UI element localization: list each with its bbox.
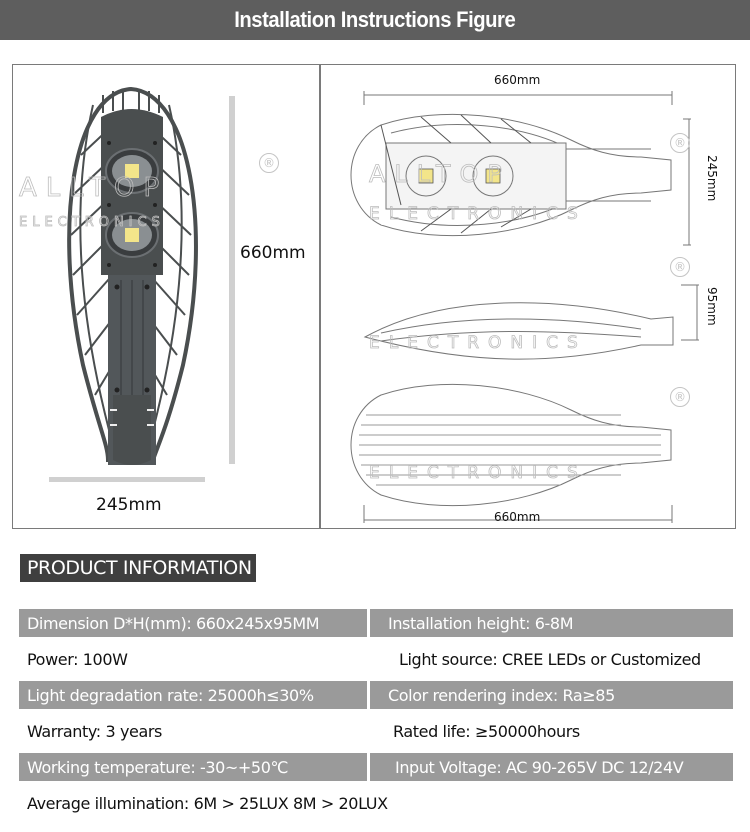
registered-mark-icon: ® [670, 387, 690, 407]
width-dimension-label: 245mm [96, 495, 162, 515]
product-information-heading: PRODUCT INFORMATION [20, 554, 256, 582]
spec-average-illumination: Average illumination: 6M > 25LUX 8M > 20… [27, 793, 388, 813]
product-photo-panel: ALLTOP ELECTRONICS ® 660mm 245mm [13, 65, 319, 528]
side-view-height-label: 95mm [705, 287, 719, 326]
registered-mark-icon: ® [670, 133, 690, 153]
spec-row: Power: 100W Light source: CREE LEDs or C… [19, 645, 733, 673]
spec-color-rendering: Color rendering index: Ra≥85 [370, 681, 733, 709]
technical-drawings [350, 91, 699, 523]
panel-divider [319, 65, 321, 528]
page-title: Installation Instructions Figure [234, 7, 516, 32]
street-light-photo [49, 86, 235, 482]
spec-row: Dimension D*H(mm): 660x245x95MM Installa… [19, 609, 733, 637]
spec-dimension: Dimension D*H(mm): 660x245x95MM [19, 609, 367, 637]
top-view-length-label: 660mm [494, 73, 541, 87]
spec-working-temperature: Working temperature: -30~+50℃ [19, 753, 367, 781]
spec-row: Light degradation rate: 25000h≤30% Color… [19, 681, 733, 709]
watermark-brand: ALLTOP [19, 173, 169, 204]
spec-light-degradation: Light degradation rate: 25000h≤30% [19, 681, 367, 709]
spec-warranty: Warranty: 3 years [27, 721, 162, 741]
title-bar: Installation Instructions Figure [0, 0, 750, 40]
spec-row: Average illumination: 6M > 25LUX 8M > 20… [19, 789, 733, 817]
bottom-view-length-label: 660mm [494, 510, 541, 524]
watermark-electronics: ELECTRONICS [369, 204, 587, 225]
spec-installation-height: Installation height: 6-8M [370, 609, 733, 637]
watermark-brand: ALLTOP [369, 160, 511, 189]
height-dimension-label: 660mm [240, 243, 306, 263]
installation-figure: ALLTOP ELECTRONICS ® 660mm 245mm [12, 64, 736, 529]
spec-input-voltage: Input Voltage: AC 90-265V DC 12/24V [370, 753, 733, 781]
spec-power: Power: 100W [27, 649, 128, 669]
registered-mark-icon: ® [670, 257, 690, 277]
spec-row: Warranty: 3 years Rated life: ≥50000hour… [19, 717, 733, 745]
spec-light-source: Light source: CREE LEDs or Customized [399, 649, 701, 669]
watermark-electronics: ELECTRONICS [369, 333, 587, 354]
top-view-width-label: 245mm [705, 155, 719, 202]
spec-rated-life: Rated life: ≥50000hours [393, 721, 580, 741]
watermark-electronics: ELECTRONICS [19, 215, 165, 231]
technical-drawing-panel: ALLTOP ELECTRONICS ELECTRONICS ELECTRONI… [321, 65, 735, 528]
registered-mark-icon: ® [259, 153, 279, 173]
spec-row: Working temperature: -30~+50℃ Input Volt… [19, 753, 733, 781]
watermark-electronics: ELECTRONICS [369, 463, 587, 484]
